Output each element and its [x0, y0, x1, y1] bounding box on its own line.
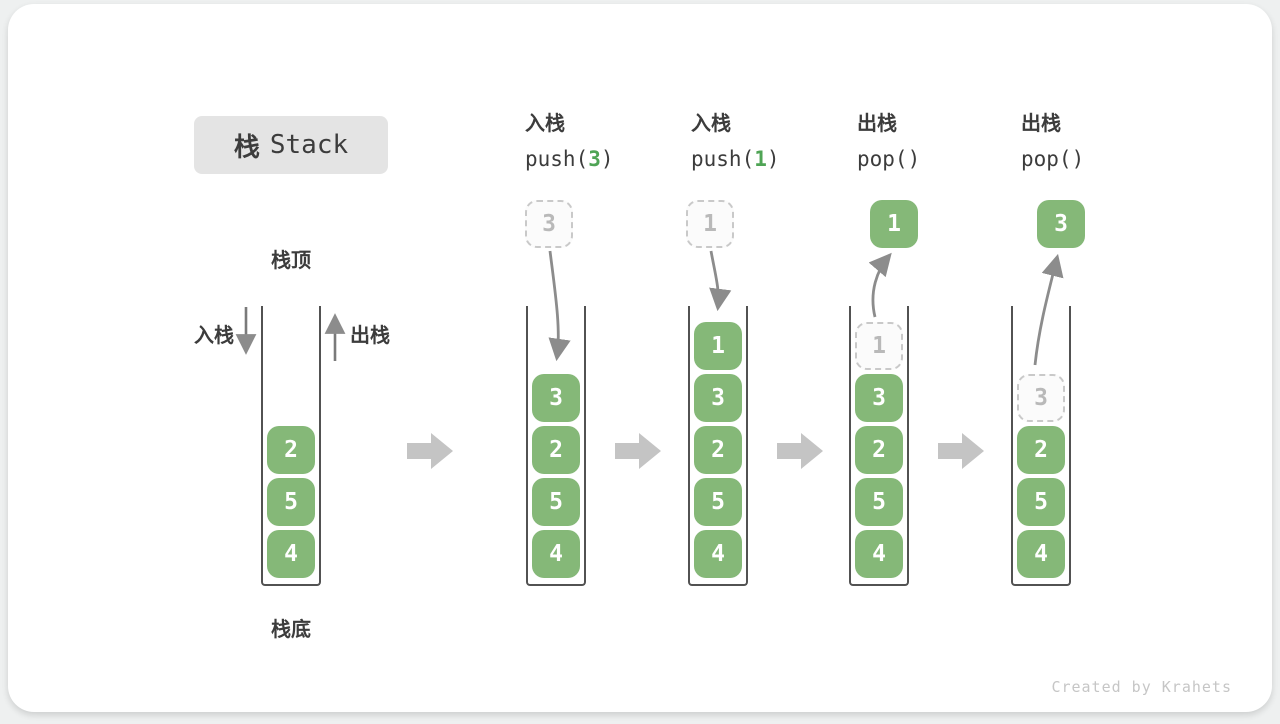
code-suffix: ) — [1071, 147, 1085, 171]
stack-5-block: 2 — [1017, 426, 1065, 474]
code-suffix: ) — [766, 147, 780, 171]
stack-1-block: 4 — [267, 530, 315, 578]
label-pop-side: 出栈 — [350, 325, 390, 347]
stack-4-block: 3 — [855, 374, 903, 422]
stack-4-block: 4 — [855, 530, 903, 578]
code-arg: 1 — [754, 147, 767, 171]
diagram-card: 栈 Stack 入栈 push(3) 入栈 push(1) 出栈 pop() 出… — [8, 4, 1272, 712]
code-prefix: push( — [525, 147, 589, 171]
stack-2-block: 3 — [532, 374, 580, 422]
step-arrow-4 — [938, 433, 984, 469]
stack-2-block: 4 — [532, 530, 580, 578]
op-code: pop() — [1021, 146, 1084, 172]
op-label-push-3: 入栈 push(3) — [525, 111, 614, 172]
stack-4-floating-value: 1 — [870, 200, 918, 248]
op-code: pop() — [857, 146, 920, 172]
stack-2-block: 5 — [532, 478, 580, 526]
label-stack-top: 栈顶 — [271, 250, 311, 272]
stack-4-ghost-slot: 1 — [855, 322, 903, 370]
label-stack-bottom: 栈底 — [271, 619, 311, 641]
stack-3-floating-value: 1 — [686, 200, 734, 248]
title-en: Stack — [269, 130, 349, 160]
stack-container-4 — [849, 306, 909, 586]
stack-container-1 — [261, 306, 321, 586]
watermark: Created by Krahets — [1051, 678, 1232, 696]
arrows-overlay — [235, 250, 1064, 469]
code-prefix: pop( — [857, 147, 908, 171]
stack-5-block: 5 — [1017, 478, 1065, 526]
stack-3-block: 3 — [694, 374, 742, 422]
stack-2-floating-value: 3 — [525, 200, 573, 248]
stack-1-block: 2 — [267, 426, 315, 474]
op-name: 出栈 — [857, 113, 897, 135]
step-arrow-2 — [615, 433, 661, 469]
code-suffix: ) — [600, 147, 614, 171]
step-arrow-1 — [407, 433, 453, 469]
op-label-pop-1: 出栈 pop() — [857, 111, 920, 172]
code-prefix: push( — [691, 147, 755, 171]
code-arg: 3 — [588, 147, 601, 171]
title-zh: 栈 — [233, 131, 260, 162]
stack-container-5 — [1011, 306, 1071, 586]
push-1-arrow — [709, 250, 732, 312]
stack-5-floating-value: 3 — [1037, 200, 1085, 248]
op-name: 入栈 — [691, 113, 731, 135]
diagram-title: 栈 Stack — [194, 116, 388, 174]
stack-5-block: 4 — [1017, 530, 1065, 578]
stack-1-block: 5 — [267, 478, 315, 526]
stack-container-3 — [688, 306, 748, 586]
label-push-side: 入栈 — [194, 325, 234, 347]
code-prefix: pop( — [1021, 147, 1072, 171]
stack-5-ghost-slot: 3 — [1017, 374, 1065, 422]
op-code: push(1) — [691, 146, 780, 172]
code-suffix: ) — [907, 147, 921, 171]
stack-4-block: 2 — [855, 426, 903, 474]
stack-3-block: 5 — [694, 478, 742, 526]
stack-3-block: 2 — [694, 426, 742, 474]
stack-3-block: 4 — [694, 530, 742, 578]
stack-2-block: 2 — [532, 426, 580, 474]
op-label-pop-3: 出栈 pop() — [1021, 111, 1084, 172]
op-name: 入栈 — [525, 113, 565, 135]
op-label-push-1: 入栈 push(1) — [691, 111, 780, 172]
stack-container-2 — [526, 306, 586, 586]
op-code: push(3) — [525, 146, 614, 172]
stack-4-block: 5 — [855, 478, 903, 526]
step-arrow-3 — [777, 433, 823, 469]
op-name: 出栈 — [1021, 113, 1061, 135]
stack-3-block: 1 — [694, 322, 742, 370]
